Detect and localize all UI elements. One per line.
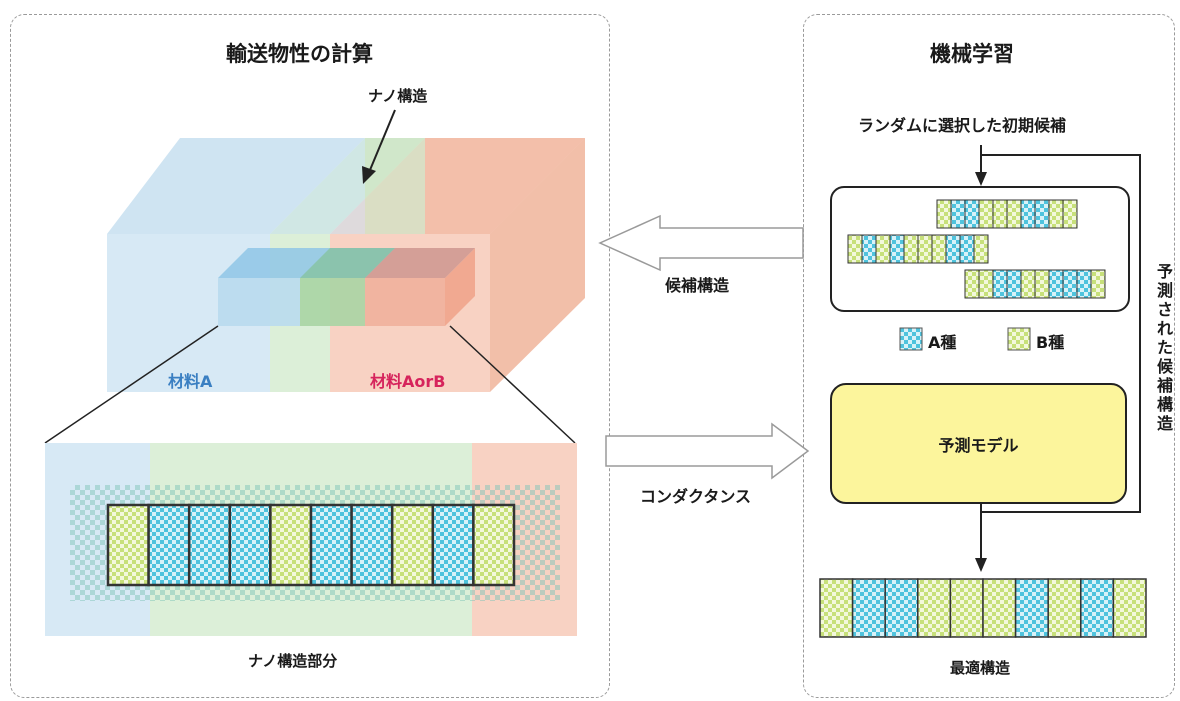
nano-cell-a: [309, 503, 353, 587]
nano-pointer-arrowhead: [362, 166, 376, 184]
predicted-char: 補: [1156, 376, 1173, 395]
nano-structure-cells: [106, 503, 516, 587]
nano-cell-b: [472, 503, 516, 587]
predicted-char: さ: [1156, 300, 1173, 319]
predicted-char: 予: [1156, 262, 1173, 281]
predicted-char: 測: [1156, 281, 1173, 300]
nano-pointer-arrow: [369, 109, 396, 171]
legend-a-swatch: [899, 327, 923, 351]
prediction-model-label: 予測モデル: [938, 435, 1019, 455]
optimal-cell-b: [819, 578, 854, 638]
candidate-structure-label: 候補構造: [665, 276, 730, 295]
nano-bar-top-red: [365, 248, 475, 278]
legend-b-swatch: [1007, 327, 1031, 351]
nano-bar-front-red: [365, 278, 445, 326]
nano-bar-side: [445, 248, 475, 326]
nano-cell-a: [350, 503, 394, 587]
nano-cell-b: [390, 503, 435, 587]
predicted-candidates-label: 予 測 さ れ た 候 補 構 造: [1155, 262, 1175, 433]
candidate-cell-b: [1090, 269, 1106, 299]
optimal-cell-b: [982, 578, 1017, 638]
transport-calculation-title: 輸送物性の計算: [226, 42, 373, 66]
optimal-cell-b: [1047, 578, 1082, 638]
box-side-red: [490, 138, 585, 392]
optimal-cell-b: [1112, 578, 1147, 638]
init-arrowhead: [975, 172, 987, 186]
random-initial-candidates-label: ランダムに選択した初期候補: [858, 116, 1067, 135]
optimal-structure-label: 最適構造: [950, 659, 1011, 677]
nano-cell-b: [106, 503, 150, 587]
material-aorb-label: 材料AorB: [370, 372, 446, 391]
nano-bar-top-green: [300, 248, 395, 278]
legend-b-label: B種: [1036, 333, 1065, 352]
output-arrowhead: [975, 558, 987, 572]
predicted-char: 候: [1156, 357, 1173, 376]
predicted-char: 造: [1156, 414, 1173, 433]
optimal-cell-a: [851, 578, 886, 638]
candidate-box: [830, 186, 1130, 312]
nano-cell-a: [147, 503, 191, 587]
optimal-cell-a: [884, 578, 919, 638]
zoom-line-right: [449, 325, 576, 444]
candidate-cell-b: [1062, 199, 1078, 229]
material-a-label: 材料A: [168, 372, 213, 391]
predicted-char: 構: [1156, 395, 1173, 414]
optimal-cell-b: [949, 578, 984, 638]
conductance-label: コンダクタンス: [640, 487, 752, 506]
zoom-line-left: [44, 325, 219, 444]
nano-cell-a: [228, 503, 272, 587]
optimal-cell-b: [917, 578, 952, 638]
legend-a-label: A種: [928, 333, 957, 352]
candidate-arrow: [598, 214, 804, 272]
nano-bar-front-green: [300, 278, 365, 326]
predicted-char: れ: [1156, 319, 1173, 338]
prediction-model-box: 予測モデル: [830, 383, 1127, 504]
nanostructure-part-label: ナノ構造部分: [248, 652, 338, 670]
machine-learning-panel: [803, 14, 1175, 698]
candidate-cells: [847, 199, 1106, 299]
nano-bar-front-blue: [218, 278, 300, 326]
transport-calculation-panel: [10, 14, 610, 698]
predicted-char: た: [1156, 338, 1173, 357]
optimal-cell-a: [1080, 578, 1115, 638]
nano-cell-b: [269, 503, 313, 587]
candidate-cell-b: [973, 234, 989, 264]
machine-learning-title: 機械学習: [930, 42, 1014, 66]
optimal-cell-a: [1014, 578, 1049, 638]
optimal-cells: [819, 578, 1147, 638]
conductance-arrow: [605, 422, 810, 480]
nano-cell-a: [187, 503, 232, 587]
nanostructure-label: ナノ構造: [368, 87, 428, 105]
nano-cell-a: [431, 503, 475, 587]
